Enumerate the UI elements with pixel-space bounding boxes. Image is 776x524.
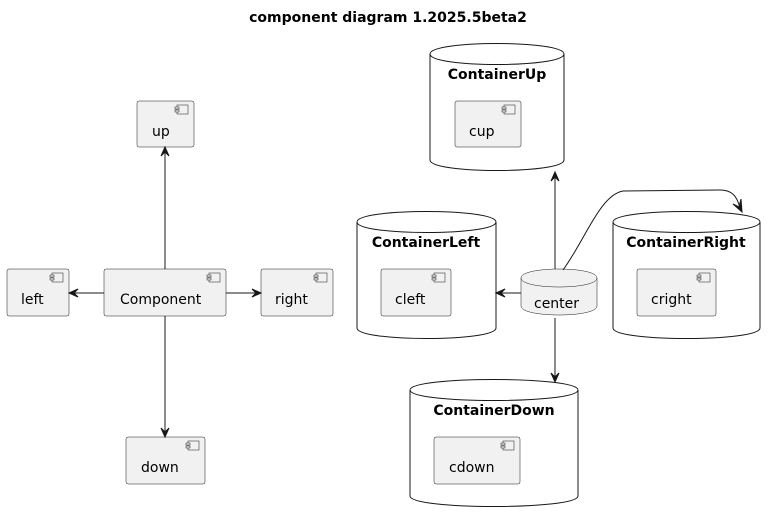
edge-center-down bbox=[550, 318, 560, 384]
component-cdown[interactable]: cdown bbox=[433, 436, 521, 485]
component-right[interactable]: right bbox=[260, 268, 334, 317]
component-up-label: up bbox=[152, 124, 170, 140]
container-right-label: ContainerRight bbox=[626, 235, 746, 251]
database-center-label: center bbox=[534, 296, 579, 312]
edge-component-down bbox=[160, 316, 170, 439]
edge-component-left bbox=[67, 288, 104, 298]
component-cleft-label: cleft bbox=[395, 292, 426, 308]
edge-component-right bbox=[226, 288, 263, 298]
component-up[interactable]: up bbox=[136, 100, 195, 148]
component-main[interactable]: Component bbox=[103, 268, 227, 317]
component-cright[interactable]: cright bbox=[636, 268, 717, 317]
component-cup[interactable]: cup bbox=[454, 100, 522, 148]
component-down[interactable]: down bbox=[125, 436, 206, 485]
container-left-label: ContainerLeft bbox=[372, 235, 481, 251]
database-center[interactable]: center bbox=[520, 268, 598, 316]
container-up-label: ContainerUp bbox=[448, 67, 547, 83]
edge-center-right bbox=[562, 189, 743, 271]
component-cup-label: cup bbox=[469, 124, 495, 140]
container-down-label: ContainerDown bbox=[433, 403, 554, 419]
component-down-label: down bbox=[141, 460, 179, 476]
diagram-title: component diagram 1.2025.5beta2 bbox=[249, 10, 527, 26]
component-cright-label: cright bbox=[651, 292, 692, 308]
component-left-label: left bbox=[21, 292, 44, 308]
component-cleft[interactable]: cleft bbox=[380, 268, 452, 317]
component-left[interactable]: left bbox=[6, 268, 70, 317]
component-cdown-label: cdown bbox=[449, 460, 494, 476]
component-main-label: Component bbox=[120, 292, 202, 308]
edge-component-up bbox=[160, 145, 170, 269]
edge-center-up bbox=[550, 170, 560, 269]
edge-center-left bbox=[494, 288, 521, 298]
component-right-label: right bbox=[275, 292, 308, 308]
